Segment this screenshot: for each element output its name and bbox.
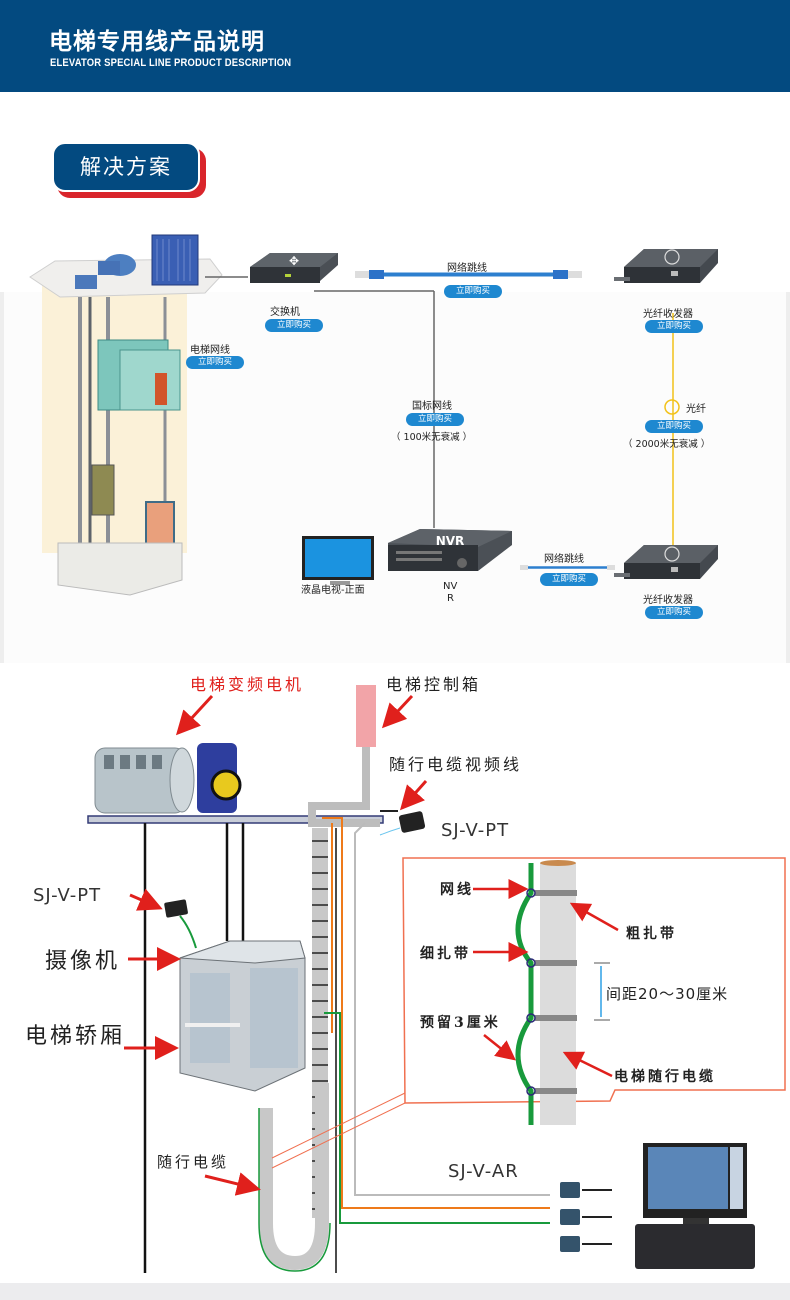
network-diagram-graphics: ✥	[29, 234, 718, 596]
detail-ties	[526, 888, 577, 1096]
header-title: 电梯专用线产品说明	[49, 29, 265, 55]
fiber-transceiver-bottom-device	[614, 545, 718, 579]
sj-v-pt-top-device	[379, 810, 426, 836]
buy-button-standard-cable[interactable]: 立即购买	[406, 413, 464, 426]
detail-elevator-cable-label: 电梯随行电缆	[614, 1069, 716, 1085]
camera-label: 摄像机	[45, 949, 121, 974]
network-diagram: ✥	[0, 225, 790, 663]
nvr-label-line1: NV	[443, 581, 458, 592]
switch-device: ✥	[250, 253, 338, 283]
detail-reserve-label: 预留3厘米	[420, 1015, 501, 1031]
sj-v-pt-left-device	[164, 899, 197, 949]
detail-network-cable-label: 网线	[440, 882, 474, 898]
monitoring-pc	[635, 1143, 755, 1269]
callout-arrows	[124, 694, 428, 1196]
standard-cable-note: （ 100米无衰减 ）	[391, 432, 473, 443]
detail-thin-tie-label: 细扎带	[420, 946, 471, 962]
elevator-cable-label: 电梯网线	[190, 345, 230, 356]
standard-cable-label: 国标网线	[412, 401, 452, 412]
fiber-note: （ 2000米无衰减 ）	[623, 439, 711, 450]
svg-text:✥: ✥	[289, 254, 299, 268]
control-box	[356, 685, 376, 747]
buy-button-elevator-cable[interactable]: 立即购买	[186, 356, 244, 369]
model-sj-v-pt-left: SJ-V-PT	[33, 885, 102, 906]
model-sj-v-ar: SJ-V-AR	[448, 1161, 519, 1182]
detail-network-cable	[515, 863, 534, 1125]
spacing-indicator	[594, 962, 610, 1021]
green-signal-line	[324, 1012, 550, 1224]
detail-arrows	[473, 879, 619, 1078]
patch-cable-bottom	[520, 565, 615, 570]
buy-button-fiber-transceiver-top[interactable]: 立即购买	[645, 320, 703, 333]
video-cable-label: 随行电缆视频线	[389, 755, 523, 774]
fiber-label: 光纤	[686, 404, 706, 415]
model-sj-v-pt-top: SJ-V-PT	[441, 820, 510, 841]
control-box-label: 电梯控制箱	[386, 675, 482, 694]
buy-button-patch-cable-bottom[interactable]: 立即购买	[540, 573, 598, 586]
nvr-label-line2: R	[447, 593, 454, 604]
detail-cable-top	[540, 860, 576, 866]
orange-signal-line	[322, 817, 550, 1209]
lcd-tv-device	[302, 536, 374, 585]
traveling-cable-label: 随行电缆	[157, 1153, 230, 1171]
elevator-shaft-illustration	[29, 234, 223, 596]
nvr-screen-text: NVR	[436, 534, 465, 548]
header-subtitle: ELEVATOR SPECIAL LINE PRODUCT DESCRIPTIO…	[50, 57, 292, 69]
patch-cable-top	[355, 270, 582, 279]
installation-diagram-graphics	[87, 685, 786, 1273]
page-header: 电梯专用线产品说明 ELEVATOR SPECIAL LINE PRODUCT …	[0, 0, 790, 92]
buy-button-switch[interactable]: 立即购买	[265, 319, 323, 332]
patch-cable-top-label: 网络跳线	[447, 263, 487, 274]
motor-label: 电梯变频电机	[190, 675, 305, 694]
fiber-transceiver-top-device	[614, 249, 718, 283]
connection-lines	[205, 276, 435, 528]
machine-beam	[87, 815, 384, 824]
detail-thick-tie-label: 粗扎带	[626, 926, 677, 942]
fiber-icon	[664, 399, 680, 415]
nvr-device	[388, 529, 512, 571]
section-badge: 解决方案	[52, 142, 206, 198]
fiber-transceiver-top-label: 光纤收发器	[643, 309, 693, 320]
motor-illustration	[94, 743, 242, 814]
elevator-car	[179, 940, 306, 1092]
fiber-transceiver-bottom-label: 光纤收发器	[643, 595, 693, 606]
lcd-tv-label: 液晶电视-正面	[301, 585, 365, 596]
control-conduit	[308, 747, 380, 827]
buy-button-patch-cable-top[interactable]: 立即购买	[444, 285, 502, 298]
sj-v-ar-receivers	[560, 1182, 612, 1252]
detail-spacing-label: 间距20～30厘米	[606, 985, 729, 1003]
detail-elevator-cable	[540, 863, 576, 1125]
buy-button-fiber-transceiver-bottom[interactable]: 立即购买	[645, 606, 703, 619]
gray-signal-line	[354, 822, 550, 1196]
traveling-cable-green	[258, 1108, 331, 1272]
badge-label: 解决方案	[52, 142, 200, 192]
switch-label: 交换机	[270, 307, 300, 318]
detail-leader-2	[271, 1102, 406, 1169]
traveling-cable-loop	[259, 1083, 329, 1271]
installation-diagram: 电梯变频电机 电梯控制箱 随行电缆视频线 SJ-V-PT SJ-V-PT 摄像机…	[0, 663, 790, 1283]
page-footer-bar	[0, 1283, 790, 1300]
detail-leader-1	[271, 1092, 406, 1159]
buy-button-fiber[interactable]: 立即购买	[645, 420, 703, 433]
patch-cable-bottom-label: 网络跳线	[544, 554, 584, 565]
car-label: 电梯轿厢	[25, 1024, 126, 1049]
